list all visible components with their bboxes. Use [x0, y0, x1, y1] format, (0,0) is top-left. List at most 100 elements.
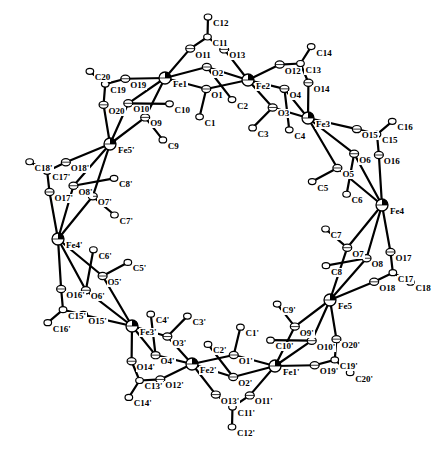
carbon-atom	[204, 14, 212, 20]
atom-label: O5'	[107, 278, 123, 287]
iron-atom-octant	[382, 199, 388, 205]
carbon-atom	[159, 137, 167, 143]
atom-label: C9	[167, 142, 180, 151]
oxygen-atom-axis	[304, 82, 313, 83]
carbon-atom	[331, 357, 339, 363]
oxygen-atom-axis	[163, 336, 172, 337]
atom-label: O3	[277, 109, 291, 118]
atom-label: C3'	[191, 318, 207, 327]
oxygen-atom-axis	[350, 153, 359, 154]
oxygen-atom-axis	[220, 49, 229, 50]
atom-label: O17	[394, 254, 412, 263]
carbon-atom	[273, 301, 281, 307]
atom-label: C14'	[133, 399, 153, 408]
bond-line	[93, 196, 115, 215]
iron-atom-axis	[104, 144, 116, 145]
oxygen-atom-axis	[141, 117, 150, 118]
atom-label: O3'	[171, 339, 187, 348]
atom-label: O18	[378, 284, 396, 293]
iron-atom	[126, 320, 138, 332]
oxygen-atom-axis	[61, 162, 70, 163]
atom-label: C16	[396, 123, 414, 132]
atom-label: O12'	[164, 381, 185, 390]
carbon-atom	[388, 118, 396, 124]
atom-label: O8	[371, 260, 385, 269]
atom-label: C18'	[34, 164, 54, 173]
iron-atom-axis	[186, 364, 198, 365]
iron-atom	[242, 74, 254, 86]
oxygen-atom-axis	[374, 155, 383, 156]
atom-label: Fe3'	[139, 328, 158, 337]
atom-label: Fe1'	[282, 368, 301, 377]
bond-line	[165, 78, 206, 89]
atom-label: O16'	[65, 291, 86, 300]
atom-label: O19	[129, 81, 147, 90]
bond-line	[207, 67, 232, 100]
iron-atom-octant	[248, 74, 254, 80]
atom-label: O15	[361, 131, 379, 140]
atom-label: O16	[383, 157, 401, 166]
oxygen-atom-axis	[98, 276, 107, 277]
iron-atom	[324, 294, 336, 306]
bond-line	[165, 49, 190, 78]
iron-atom-octant	[308, 112, 314, 118]
atom-label: Fe4	[389, 207, 405, 216]
atom-label: C15'	[67, 312, 87, 321]
iron-atom-octant	[275, 360, 281, 366]
carbon-atom	[267, 337, 275, 343]
bond-line	[308, 118, 337, 168]
carbon-atom	[322, 226, 330, 232]
atom-label: O6'	[90, 292, 106, 301]
atom-label: O1	[210, 91, 224, 100]
iron-atom-axis	[159, 78, 171, 79]
atom-label: O20	[108, 107, 126, 116]
atom-label: O1'	[238, 357, 254, 366]
bond-line	[66, 144, 110, 162]
atom-label: Fe4'	[65, 241, 84, 250]
atom-label: Fe5	[337, 302, 353, 311]
oxygen-atom-axis	[290, 326, 299, 327]
atom-label: C7	[330, 231, 343, 240]
bond-line	[308, 118, 357, 129]
carbon-atom	[343, 191, 351, 197]
iron-atom	[52, 233, 64, 245]
oxygen-atom-axis	[229, 355, 238, 356]
iron-atom	[104, 138, 116, 150]
atom-label: O14	[312, 85, 330, 94]
atom-label: O13'	[220, 397, 241, 406]
iron-atom	[186, 358, 198, 370]
carbon-atom	[389, 270, 397, 276]
atom-label: O9'	[299, 329, 315, 338]
bond-line	[379, 155, 382, 205]
carbon-atom	[184, 313, 192, 319]
atom-label: C20'	[354, 375, 374, 384]
iron-atom	[302, 112, 314, 124]
atom-label: C16'	[52, 325, 72, 334]
atom-label: C10'	[274, 342, 294, 351]
atom-label: O13	[228, 51, 246, 60]
bond-line	[200, 89, 207, 117]
bond-line	[58, 239, 103, 276]
carbon-atom	[307, 44, 315, 50]
carbon-atom	[124, 259, 132, 265]
atom-label: O4'	[160, 357, 176, 366]
bond-line	[128, 78, 165, 103]
iron-atom-axis	[52, 239, 64, 240]
oxygen-atom-axis	[343, 247, 352, 248]
oxygen-atom-axis	[370, 281, 379, 282]
carbon-atom	[228, 97, 236, 103]
carbon-atom	[90, 247, 98, 253]
bond-line	[234, 327, 241, 355]
carbon-atom	[204, 341, 212, 347]
atom-label: C5'	[132, 264, 148, 273]
carbon-atom	[111, 212, 119, 218]
iron-atom	[269, 360, 281, 372]
carbon-atom	[196, 114, 204, 120]
atom-label: Fe2	[255, 82, 271, 91]
bond-line	[275, 341, 312, 366]
atom-label: Fe1	[172, 80, 188, 89]
carbon-atom	[249, 125, 257, 131]
atom-label: C2'	[212, 346, 228, 355]
oxygen-atom-axis	[245, 395, 254, 396]
